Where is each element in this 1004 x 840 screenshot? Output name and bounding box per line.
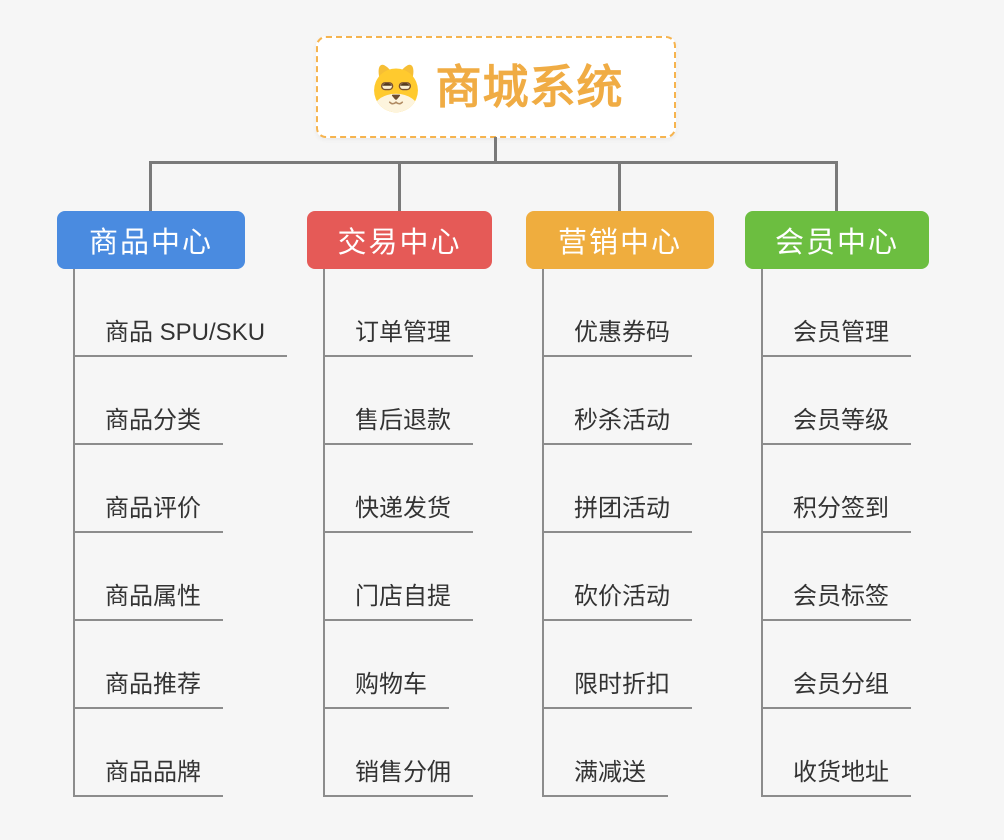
subtopic-label: 门店自提 (325, 583, 473, 621)
subtopic-label: 优惠券码 (544, 319, 692, 357)
subtopic-label: 收货地址 (763, 759, 911, 797)
connector-drop-3 (618, 161, 621, 212)
subtopic-label: 订单管理 (325, 319, 473, 357)
branch-members: 会员中心 会员管理 会员等级 积分签到 会员标签 会员分组 收货地址 (745, 211, 929, 797)
subtopic-label: 商品 SPU/SKU (75, 319, 288, 357)
subtopic-label: 秒杀活动 (544, 407, 692, 445)
branch-children: 商品 SPU/SKU 商品分类 商品评价 商品属性 商品推荐 商品品牌 (73, 269, 288, 797)
branch-trade: 交易中心 订单管理 售后退款 快递发货 门店自提 购物车 销售分佣 (307, 211, 492, 797)
branch-node-products[interactable]: 商品中心 (57, 211, 245, 269)
branch-node-trade[interactable]: 交易中心 (307, 211, 492, 269)
subtopic-label: 限时折扣 (544, 671, 692, 709)
subtopic-node[interactable]: 砍价活动 (544, 533, 714, 621)
subtopic-label: 商品品牌 (75, 759, 223, 797)
subtopic-label: 积分签到 (763, 495, 911, 533)
branch-children: 订单管理 售后退款 快递发货 门店自提 购物车 销售分佣 (323, 269, 492, 797)
root-node[interactable]: 商城系统 (316, 36, 676, 138)
subtopic-label: 商品属性 (75, 583, 223, 621)
branch-products: 商品中心 商品 SPU/SKU 商品分类 商品评价 商品属性 商品推荐 商品品牌 (57, 211, 288, 797)
subtopic-label: 砍价活动 (544, 583, 692, 621)
branch-children: 会员管理 会员等级 积分签到 会员标签 会员分组 收货地址 (761, 269, 929, 797)
subtopic-label: 快递发货 (325, 495, 473, 533)
subtopic-label: 商品评价 (75, 495, 223, 533)
subtopic-node[interactable]: 拼团活动 (544, 445, 714, 533)
subtopic-node[interactable]: 商品推荐 (75, 621, 245, 709)
subtopic-label: 售后退款 (325, 407, 473, 445)
subtopic-node[interactable]: 购物车 (325, 621, 492, 709)
subtopic-label: 商品推荐 (75, 671, 223, 709)
subtopic-label: 会员标签 (763, 583, 911, 621)
subtopic-label: 会员等级 (763, 407, 911, 445)
connector-drop-4 (835, 161, 838, 212)
subtopic-label: 满减送 (544, 759, 668, 797)
subtopic-node[interactable]: 商品品牌 (75, 709, 245, 797)
subtopic-node[interactable]: 商品评价 (75, 445, 245, 533)
subtopic-node[interactable]: 商品分类 (75, 357, 245, 445)
subtopic-node[interactable]: 订单管理 (325, 269, 492, 357)
subtopic-label: 拼团活动 (544, 495, 692, 533)
subtopic-node[interactable]: 会员管理 (763, 269, 929, 357)
connector-rail (149, 161, 838, 164)
subtopic-node[interactable]: 商品 SPU/SKU (75, 269, 288, 357)
subtopic-label: 销售分佣 (325, 759, 473, 797)
subtopic-node[interactable]: 收货地址 (763, 709, 929, 797)
subtopic-node[interactable]: 优惠券码 (544, 269, 714, 357)
subtopic-node[interactable]: 秒杀活动 (544, 357, 714, 445)
subtopic-node[interactable]: 商品属性 (75, 533, 245, 621)
branch-marketing: 营销中心 优惠券码 秒杀活动 拼团活动 砍价活动 限时折扣 满减送 (526, 211, 714, 797)
root-title: 商城系统 (435, 61, 624, 113)
subtopic-label: 会员分组 (763, 671, 911, 709)
subtopic-node[interactable]: 销售分佣 (325, 709, 492, 797)
subtopic-node[interactable]: 限时折扣 (544, 621, 714, 709)
subtopic-label: 会员管理 (763, 319, 911, 357)
subtopic-node[interactable]: 快递发货 (325, 445, 492, 533)
subtopic-node[interactable]: 会员等级 (763, 357, 929, 445)
subtopic-node[interactable]: 售后退款 (325, 357, 492, 445)
connector-drop-2 (398, 161, 401, 212)
subtopic-label: 购物车 (325, 671, 449, 709)
subtopic-node[interactable]: 门店自提 (325, 533, 492, 621)
subtopic-node[interactable]: 会员标签 (763, 533, 929, 621)
subtopic-node[interactable]: 满减送 (544, 709, 714, 797)
branch-children: 优惠券码 秒杀活动 拼团活动 砍价活动 限时折扣 满减送 (542, 269, 714, 797)
connector-drop-1 (149, 161, 152, 212)
shiba-dog-icon (373, 64, 418, 113)
subtopic-node[interactable]: 积分签到 (763, 445, 929, 533)
branch-node-marketing[interactable]: 营销中心 (526, 211, 714, 269)
branch-node-members[interactable]: 会员中心 (745, 211, 929, 269)
subtopic-label: 商品分类 (75, 407, 223, 445)
subtopic-node[interactable]: 会员分组 (763, 621, 929, 709)
connector-root-stem (494, 137, 497, 164)
